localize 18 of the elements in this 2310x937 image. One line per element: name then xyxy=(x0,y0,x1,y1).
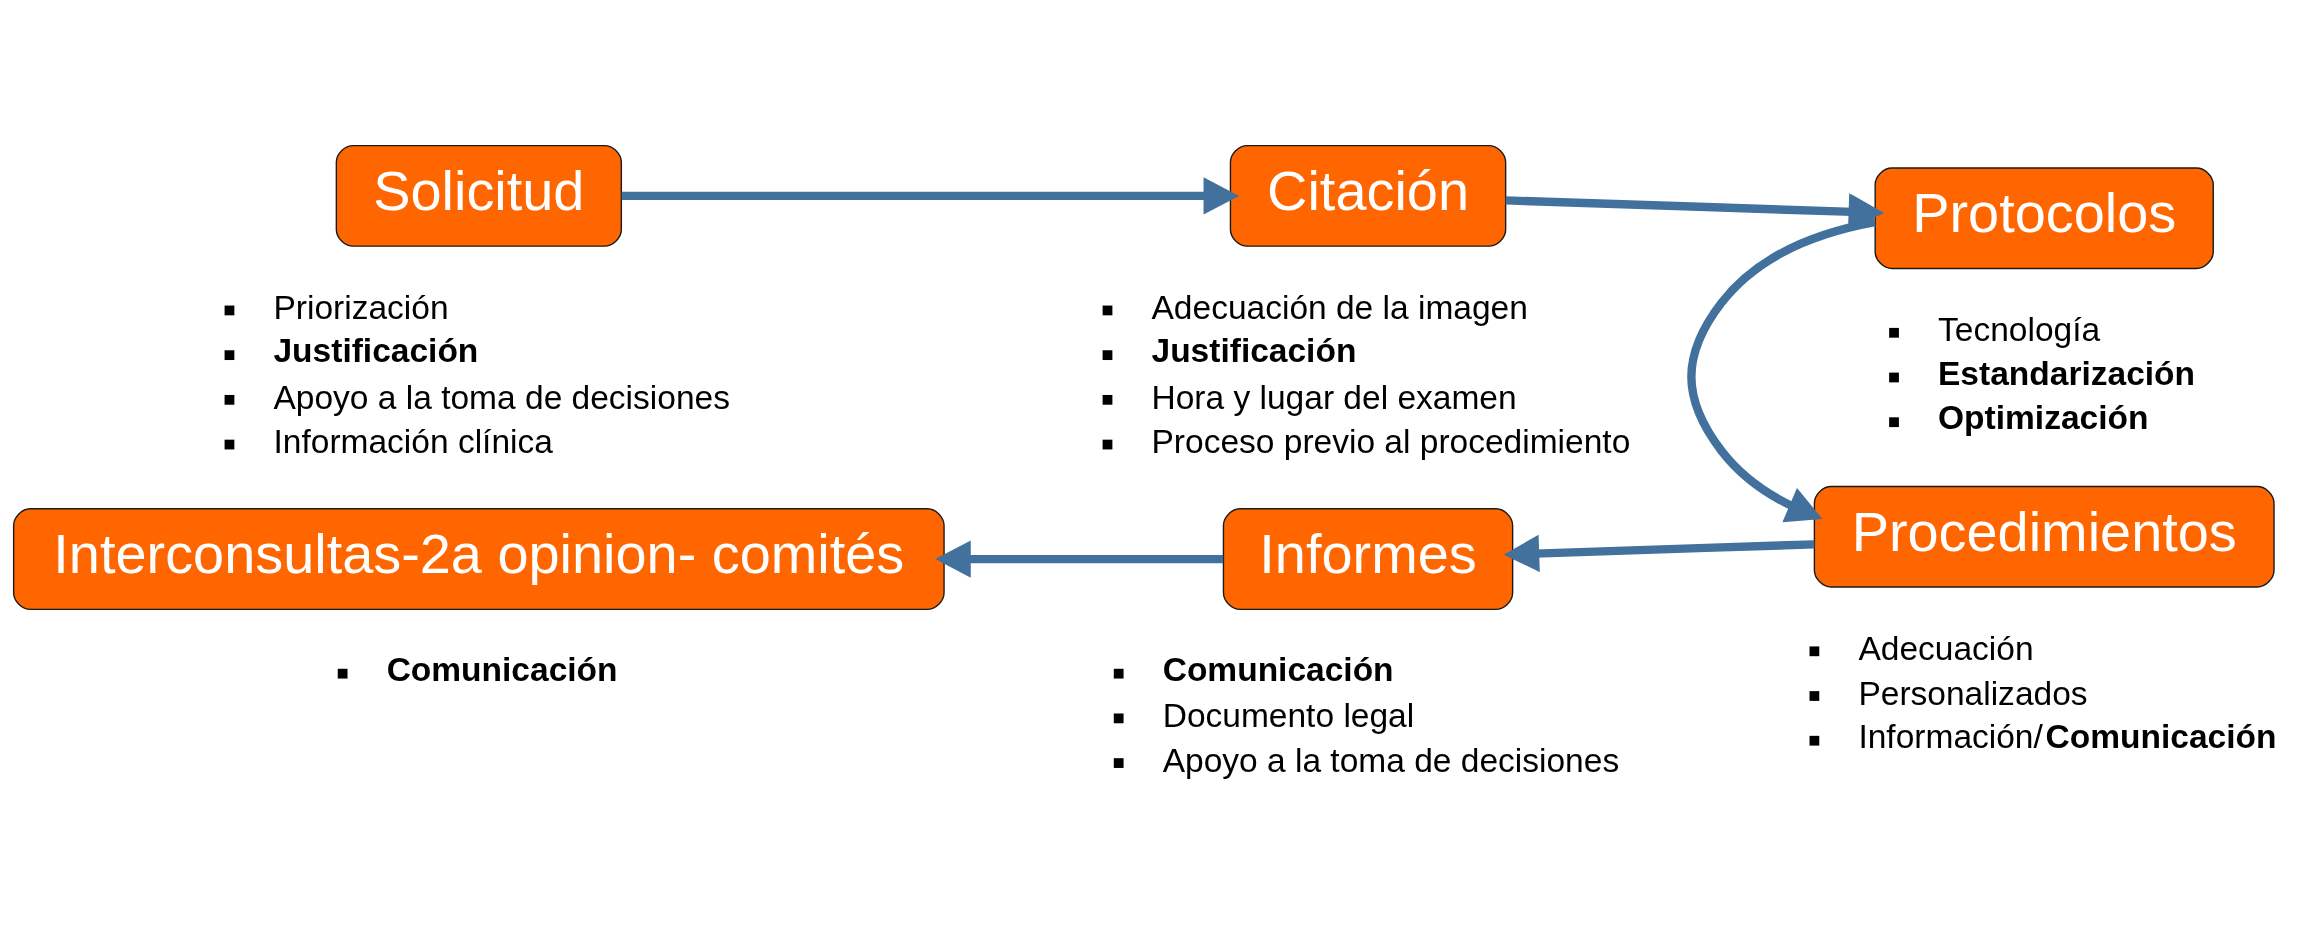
node-label: Información clínica xyxy=(273,422,553,460)
node-label: Proceso previo al procedimiento xyxy=(1151,422,1631,460)
node-label: Justificación xyxy=(273,331,479,369)
node-label: Comunicación xyxy=(1162,650,1394,688)
node-label: Priorización xyxy=(273,288,449,326)
node-label: Documento legal xyxy=(1162,696,1415,734)
node-label: Tecnología xyxy=(1938,310,2101,348)
node-label: Justificación xyxy=(1151,331,1357,369)
node-label: Personalizados xyxy=(1858,674,2088,712)
node-label: Hora y lugar del examen xyxy=(1151,378,1517,416)
node-label: Optimización xyxy=(1938,398,2149,436)
node-label: Información/Comunicación xyxy=(1858,717,2277,755)
node-label: Estandarización xyxy=(1938,354,2196,392)
node-label: Adecuación xyxy=(1858,629,2034,667)
node-label: Comunicación xyxy=(386,650,618,688)
node-label: Apoyo a la toma de decisiones xyxy=(273,378,730,416)
node-label: Adecuación de la imagen xyxy=(1151,288,1528,326)
node-label: Apoyo a la toma de decisiones xyxy=(1162,741,1620,779)
